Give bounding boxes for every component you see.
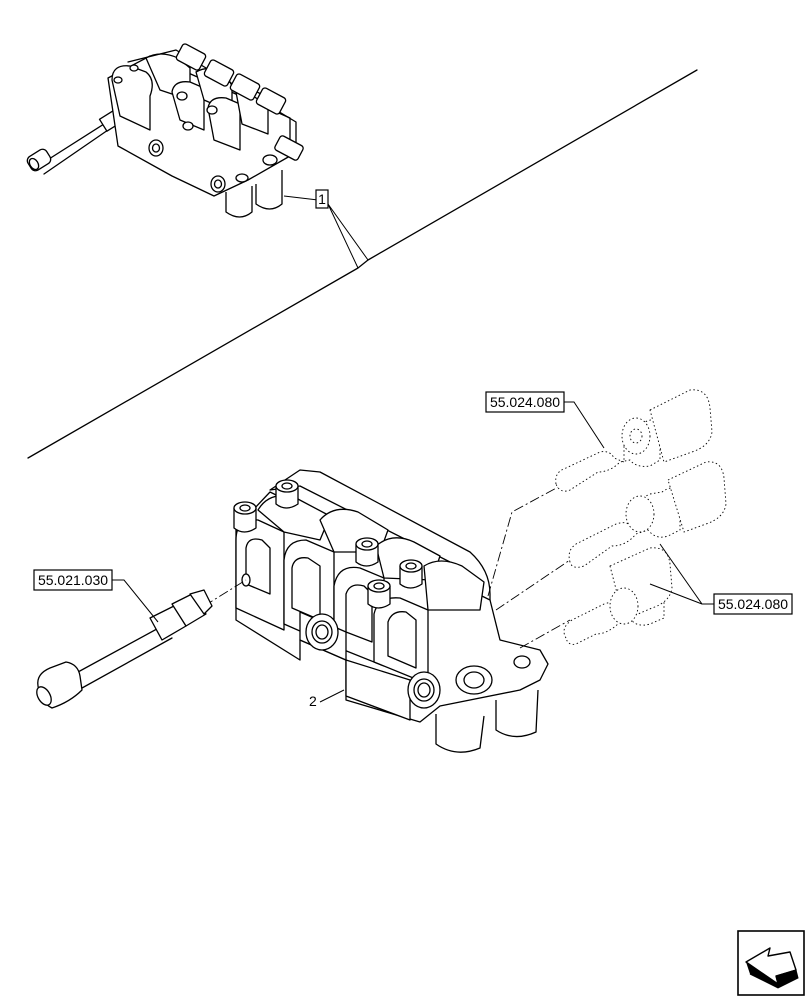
callout-ref-solenoid-top-label: 55.024.080: [490, 394, 560, 410]
callout-ref-solenoid-top[interactable]: 55.024.080: [485, 391, 605, 449]
solenoid-bottom: [563, 547, 673, 645]
assembly-centerlines: [203, 485, 571, 649]
divider-line: [27, 69, 698, 459]
callout-ref-solenoid-pair-label: 55.024.080: [718, 596, 788, 612]
solenoid-top: [555, 389, 713, 492]
callout-ref-solenoid-pair[interactable]: 55.024.080: [649, 543, 793, 615]
main-valve-block: [233, 469, 549, 753]
callout-item-2-label: 2: [309, 693, 317, 709]
overview-valve-assembly: [26, 43, 319, 218]
callout-ref-sensor-label: 55.021.030: [38, 572, 108, 588]
callout-item-1[interactable]: 1: [315, 189, 369, 269]
nav-arrow-icon[interactable]: [737, 930, 805, 996]
solenoid-middle: [568, 461, 727, 568]
callout-item-1-label: 1: [318, 191, 326, 207]
callout-item-2[interactable]: 2: [309, 689, 345, 709]
callout-ref-sensor[interactable]: 55.021.030: [33, 569, 159, 623]
pressure-sensor: [36, 589, 213, 709]
